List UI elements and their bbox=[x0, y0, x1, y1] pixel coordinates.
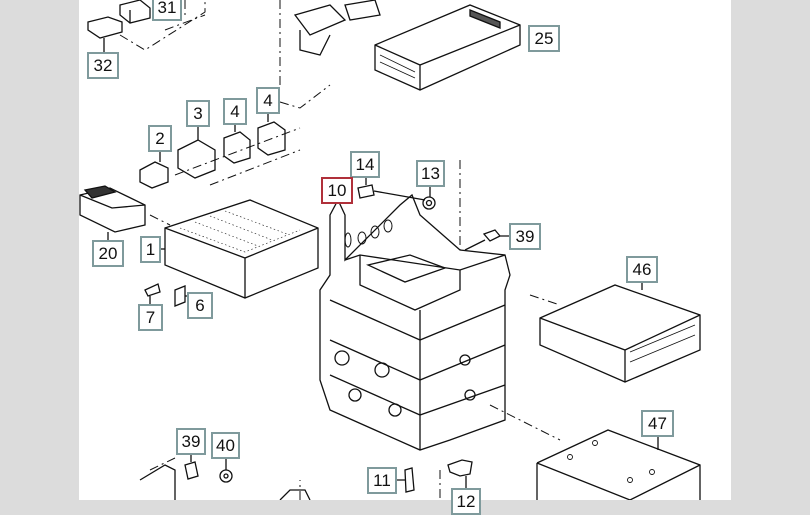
part-6-bracket bbox=[174, 285, 187, 307]
part-25-module bbox=[374, 4, 521, 91]
part-11-clip bbox=[397, 467, 415, 493]
part-7-screw bbox=[144, 283, 161, 304]
callout-part-4a[interactable]: 4 bbox=[223, 98, 247, 125]
part-46-cd-drive bbox=[539, 282, 701, 383]
callout-part-32[interactable]: 32 bbox=[87, 52, 119, 79]
dashed-leaders bbox=[119, 0, 561, 500]
callout-part-11[interactable]: 11 bbox=[367, 467, 397, 494]
part-39-clip-lower bbox=[184, 455, 199, 480]
part-14-screw bbox=[357, 176, 426, 201]
part-10-mounting-frame bbox=[319, 193, 511, 451]
callout-part-20[interactable]: 20 bbox=[92, 240, 124, 267]
callout-part-14[interactable]: 14 bbox=[350, 151, 380, 178]
callout-part-1[interactable]: 1 bbox=[140, 236, 161, 263]
part-31-connector bbox=[119, 0, 151, 24]
callout-part-7[interactable]: 7 bbox=[138, 304, 163, 331]
part-32-connector bbox=[87, 16, 123, 52]
part-47-nav-unit bbox=[536, 429, 701, 500]
callout-part-2[interactable]: 2 bbox=[148, 125, 172, 152]
part-40-nut bbox=[219, 458, 233, 483]
callout-part-10[interactable]: 10 bbox=[321, 177, 353, 204]
part-13-nut bbox=[422, 186, 436, 210]
callout-part-6[interactable]: 6 bbox=[187, 292, 213, 319]
part-2-connector bbox=[139, 152, 169, 189]
part-4-connector-b bbox=[257, 114, 286, 156]
callout-part-25[interactable]: 25 bbox=[528, 25, 560, 52]
callout-part-39b[interactable]: 39 bbox=[176, 428, 206, 455]
part-1-amplifier bbox=[160, 199, 319, 299]
part-12-bolt bbox=[447, 459, 473, 488]
part-lower-left-bracket bbox=[139, 464, 311, 500]
callout-part-12[interactable]: 12 bbox=[451, 488, 481, 515]
part-4-connector-a bbox=[223, 125, 251, 164]
part-connector-top bbox=[293, 0, 381, 56]
callout-part-46[interactable]: 46 bbox=[626, 256, 658, 283]
callout-part-47[interactable]: 47 bbox=[641, 410, 674, 437]
part-3-connector bbox=[177, 127, 216, 179]
callout-part-31[interactable]: 31 bbox=[152, 0, 182, 21]
callout-part-3[interactable]: 3 bbox=[186, 100, 210, 127]
part-20-connector bbox=[79, 185, 146, 240]
callout-part-4b[interactable]: 4 bbox=[256, 87, 280, 114]
callout-part-39a[interactable]: 39 bbox=[509, 223, 541, 250]
callout-part-40[interactable]: 40 bbox=[211, 432, 240, 459]
parts-exploded-view bbox=[79, 0, 701, 500]
part-39-clip bbox=[464, 229, 509, 251]
callout-part-13[interactable]: 13 bbox=[416, 160, 445, 187]
